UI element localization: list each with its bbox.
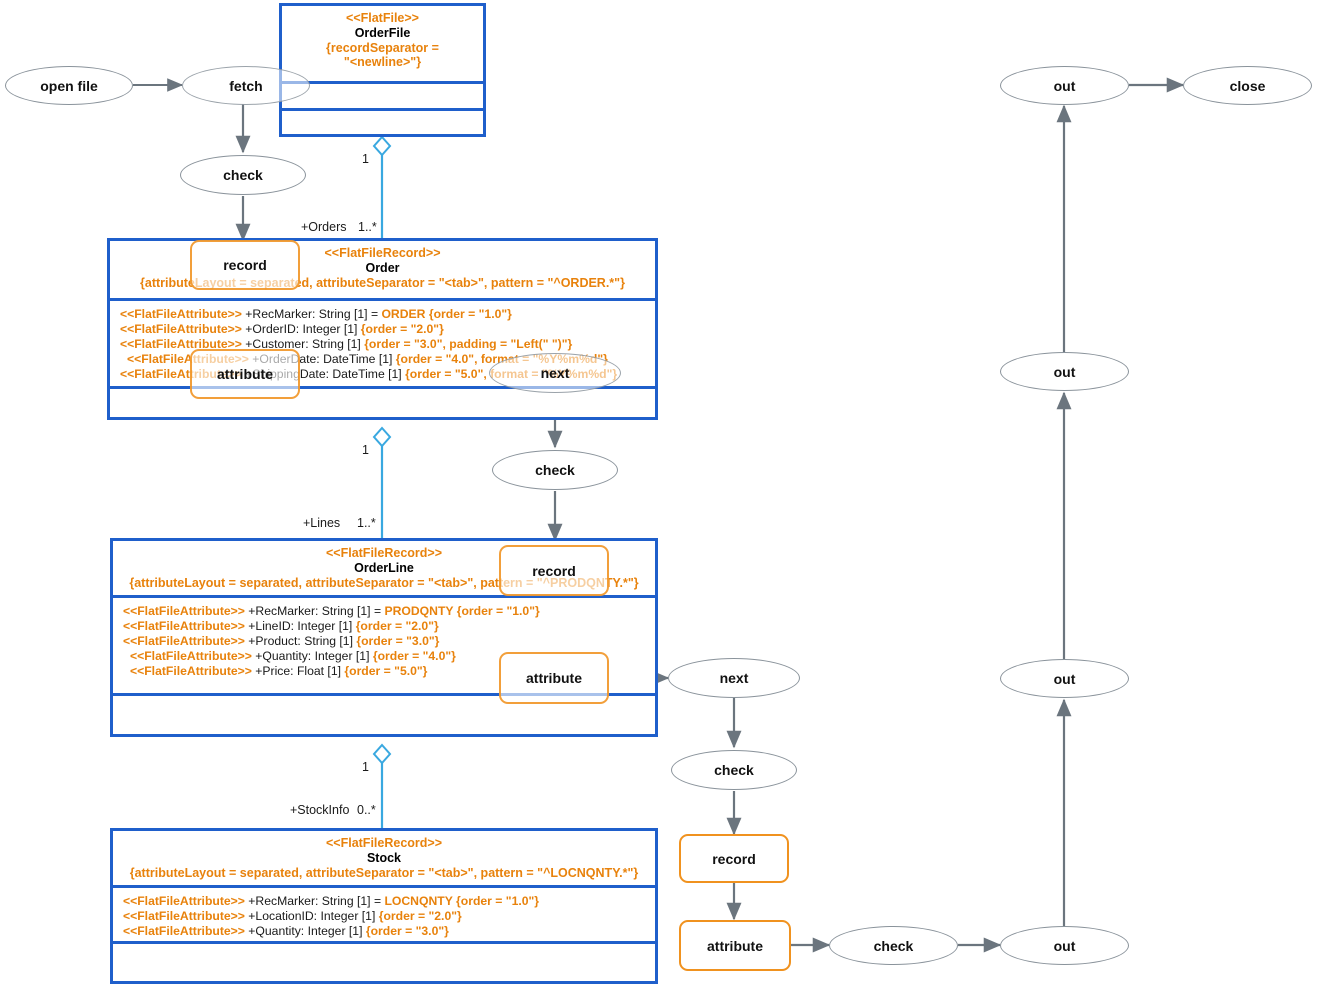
attribute-props: {order = "2.0"} xyxy=(378,909,462,923)
aggregation-diamond-orders xyxy=(372,135,392,157)
class-name-label: OrderFile xyxy=(354,25,411,40)
attribute-row: <<FlatFileAttribute>> +Quantity: Integer… xyxy=(113,924,655,939)
class-order[interactable]: <<FlatFileRecord>> Order {attributeLayou… xyxy=(107,238,658,420)
class-stock-header: <<FlatFileRecord>> Stock {attributeLayou… xyxy=(113,831,655,888)
node-record-line[interactable]: record xyxy=(499,545,609,596)
assoc-lines-source-mult: 1 xyxy=(362,443,369,457)
assoc-lines-role: +Lines xyxy=(303,516,341,530)
node-check-1[interactable]: check xyxy=(180,155,306,195)
node-out-3[interactable]: out xyxy=(1000,659,1129,698)
node-record-stock[interactable]: record xyxy=(679,834,789,883)
attribute-name: +Product: String [1] xyxy=(248,634,357,648)
node-attribute-order[interactable]: attribute xyxy=(190,349,300,399)
attribute-default: LOCNQNTY xyxy=(384,894,453,908)
attribute-row: <<FlatFileAttribute>> +Product: String [… xyxy=(113,634,655,649)
class-order-file-attributes xyxy=(282,84,483,111)
attribute-props: {order = "3.0"} xyxy=(365,924,449,938)
node-out-4[interactable]: out xyxy=(1000,926,1129,965)
attribute-stereotype: <<FlatFileAttribute>> xyxy=(120,307,242,321)
node-out-1[interactable]: out xyxy=(1000,66,1129,105)
class-stock[interactable]: <<FlatFileRecord>> Stock {attributeLayou… xyxy=(110,828,658,984)
attribute-row: <<FlatFileAttribute>> +RecMarker: String… xyxy=(113,604,655,619)
attribute-props: {order = "1.0"} xyxy=(452,894,540,908)
class-name-label: Stock xyxy=(366,850,402,865)
attribute-name: +Price: Float [1] xyxy=(255,664,345,678)
attribute-props: {order = "2.0"} xyxy=(360,322,444,336)
stereotype-label: <<FlatFileRecord>> xyxy=(325,836,443,850)
attribute-row: <<FlatFileAttribute>> +Quantity: Integer… xyxy=(113,649,655,664)
attribute-props: {order = "3.0"} xyxy=(356,634,440,648)
attribute-stereotype: <<FlatFileAttribute>> xyxy=(123,909,245,923)
attribute-row: <<FlatFileAttribute>> +RecMarker: String… xyxy=(113,894,655,909)
node-check-4[interactable]: check xyxy=(829,926,958,965)
attribute-name: +LineID: Integer [1] xyxy=(248,619,356,633)
node-check-2[interactable]: check xyxy=(492,450,618,490)
attribute-stereotype: <<FlatFileAttribute>> xyxy=(123,619,245,633)
assoc-orders-source-mult: 1 xyxy=(362,152,369,166)
node-attribute-line[interactable]: attribute xyxy=(499,652,609,704)
assoc-orders-role: +Orders xyxy=(301,220,347,234)
node-close[interactable]: close xyxy=(1183,66,1312,105)
stereotype-label: <<FlatFile>> xyxy=(346,11,419,25)
attribute-stereotype: <<FlatFileAttribute>> xyxy=(123,634,245,648)
attribute-stereotype: <<FlatFileAttribute>> xyxy=(120,337,242,351)
attribute-row: <<FlatFileAttribute>> +RecMarker: String… xyxy=(110,307,655,322)
aggregation-diamond-stockinfo xyxy=(372,743,392,765)
attribute-name: +Quantity: Integer [1] xyxy=(255,649,373,663)
class-stock-attributes: <<FlatFileAttribute>> +RecMarker: String… xyxy=(113,888,655,944)
attribute-stereotype: <<FlatFileAttribute>> xyxy=(123,924,245,938)
node-record-order[interactable]: record xyxy=(190,240,300,290)
class-name-label: OrderLine xyxy=(354,560,414,575)
attribute-name: +Quantity: Integer [1] xyxy=(248,924,366,938)
class-stock-operations xyxy=(113,944,655,981)
attribute-name: +LocationID: Integer [1] xyxy=(248,909,379,923)
stereotype-label: <<FlatFileRecord>> xyxy=(324,246,441,260)
class-order-file[interactable]: <<FlatFile>> OrderFile {recordSeparator … xyxy=(279,3,486,137)
class-name-label: Order xyxy=(365,260,400,275)
attribute-row: <<FlatFileAttribute>> +LineID: Integer [… xyxy=(113,619,655,634)
aggregation-diamond-lines xyxy=(372,426,392,448)
assoc-lines-target-mult: 1..* xyxy=(357,516,376,530)
class-order-file-header: <<FlatFile>> OrderFile {recordSeparator … xyxy=(282,6,483,84)
attribute-stereotype: <<FlatFileAttribute>> xyxy=(130,664,252,678)
attribute-props: {order = "1.0"} xyxy=(453,604,540,618)
attribute-name: +Customer: String [1] xyxy=(245,337,365,351)
class-order-file-operations xyxy=(282,111,483,135)
assoc-stockinfo-role: +StockInfo xyxy=(290,803,350,817)
attribute-name: +RecMarker: String [1] = xyxy=(248,604,385,618)
node-fetch[interactable]: fetch xyxy=(182,66,310,105)
stereotype-label: <<FlatFileRecord>> xyxy=(325,546,443,560)
node-check-3[interactable]: check xyxy=(671,750,797,790)
node-open-file[interactable]: open file xyxy=(5,66,133,105)
class-properties: {attributeLayout = separated, attributeS… xyxy=(129,865,639,880)
attribute-props: {order = "3.0", padding = "Left(" ")"} xyxy=(364,337,573,351)
attribute-default: ORDER xyxy=(381,307,426,321)
attribute-stereotype: <<FlatFileAttribute>> xyxy=(130,649,252,663)
node-out-2[interactable]: out xyxy=(1000,352,1129,391)
attribute-name: +RecMarker: String [1] = xyxy=(248,894,385,908)
class-properties-line2: "<newline>"} xyxy=(343,55,422,70)
class-order-line-attributes: <<FlatFileAttribute>> +RecMarker: String… xyxy=(113,598,655,696)
attribute-props: {order = "1.0"} xyxy=(425,307,512,321)
node-next-line[interactable]: next xyxy=(668,658,800,698)
assoc-stockinfo-source-mult: 1 xyxy=(362,760,369,774)
attribute-props: {order = "5.0"} xyxy=(344,664,428,678)
assoc-orders-target-mult: 1..* xyxy=(358,220,377,234)
attribute-name: +OrderID: Integer [1] xyxy=(245,322,361,336)
attribute-row: <<FlatFileAttribute>> +Customer: String … xyxy=(110,337,655,352)
attribute-stereotype: <<FlatFileAttribute>> xyxy=(123,604,245,618)
attribute-row: <<FlatFileAttribute>> +OrderID: Integer … xyxy=(110,322,655,337)
attribute-name: +RecMarker: String [1] = xyxy=(245,307,382,321)
node-attribute-stock[interactable]: attribute xyxy=(679,920,791,971)
attribute-props: {order = "4.0"} xyxy=(372,649,456,663)
assoc-stockinfo-target-mult: 0..* xyxy=(357,803,376,817)
attribute-stereotype: <<FlatFileAttribute>> xyxy=(123,894,245,908)
attribute-props: {order = "2.0"} xyxy=(355,619,439,633)
attribute-row: <<FlatFileAttribute>> +LocationID: Integ… xyxy=(113,909,655,924)
class-properties-line1: {recordSeparator = xyxy=(326,40,439,55)
attribute-row: <<FlatFileAttribute>> +Price: Float [1] … xyxy=(113,664,655,679)
attribute-stereotype: <<FlatFileAttribute>> xyxy=(120,322,242,336)
node-next-order[interactable]: next xyxy=(489,353,621,393)
attribute-default: PRODQNTY xyxy=(384,604,454,618)
